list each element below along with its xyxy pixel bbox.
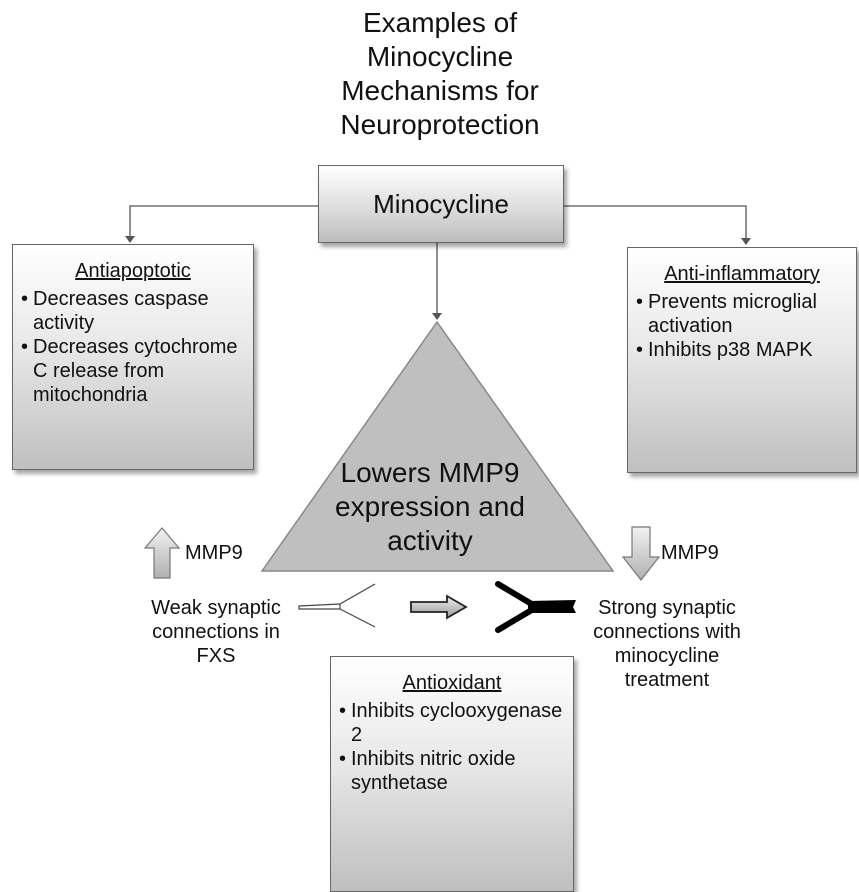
connector-left xyxy=(129,205,318,236)
list-item: Inhibits nitric oxide synthetase xyxy=(339,747,569,795)
list-item: Inhibits cyclooxygenase 2 xyxy=(339,699,569,747)
connector-center-arrowhead xyxy=(432,313,442,320)
minocycline-label: Minocycline xyxy=(373,188,509,219)
mmp9-left-label: MMP9 xyxy=(185,542,243,564)
antiapoptotic-heading: Antiapoptotic xyxy=(75,260,191,282)
weak-synapse-label: Weak synaptic connections in FXS xyxy=(151,597,281,667)
mmp9-down-arrow-icon xyxy=(621,526,661,581)
triangle-label: Lowers MMP9 expression and activity xyxy=(335,457,525,556)
connector-right-arrowhead xyxy=(741,238,751,245)
antioxidant-box: Antioxidant Inhibits cyclooxygenase 2 In… xyxy=(330,656,574,892)
strong-synapse-label: Strong synaptic connections with minocyc… xyxy=(593,597,741,691)
list-item: Decreases cytochrome C release from mito… xyxy=(21,335,249,407)
minocycline-box: Minocycline xyxy=(318,165,564,243)
mmp9-right-label: MMP9 xyxy=(661,542,719,564)
list-item: Inhibits p38 MAPK xyxy=(636,338,852,362)
mmp9-triangle xyxy=(260,320,615,572)
connector-right xyxy=(564,205,747,238)
connector-left-arrowhead xyxy=(125,236,135,243)
antiapoptotic-list: Decreases caspase activity Decreases cyt… xyxy=(13,287,253,407)
list-item: Decreases caspase activity xyxy=(21,287,249,335)
anti-inflammatory-list: Prevents microglial activation Inhibits … xyxy=(628,290,856,362)
anti-inflammatory-heading: Anti-inflammatory xyxy=(664,263,820,285)
strong-synapse-icon xyxy=(495,581,576,633)
antioxidant-heading: Antioxidant xyxy=(402,672,502,694)
antiapoptotic-box: Antiapoptotic Decreases caspase activity… xyxy=(12,244,254,470)
list-item: Prevents microglial activation xyxy=(636,290,852,338)
transition-arrow-icon xyxy=(410,594,468,620)
mmp9-up-arrow-icon xyxy=(143,527,181,579)
anti-inflammatory-box: Anti-inflammatory Prevents microglial ac… xyxy=(627,247,857,473)
weak-synapse-icon xyxy=(298,583,376,628)
antioxidant-list: Inhibits cyclooxygenase 2 Inhibits nitri… xyxy=(331,699,573,795)
diagram-title: Examples of Minocycline Mechanisms for N… xyxy=(340,7,540,140)
